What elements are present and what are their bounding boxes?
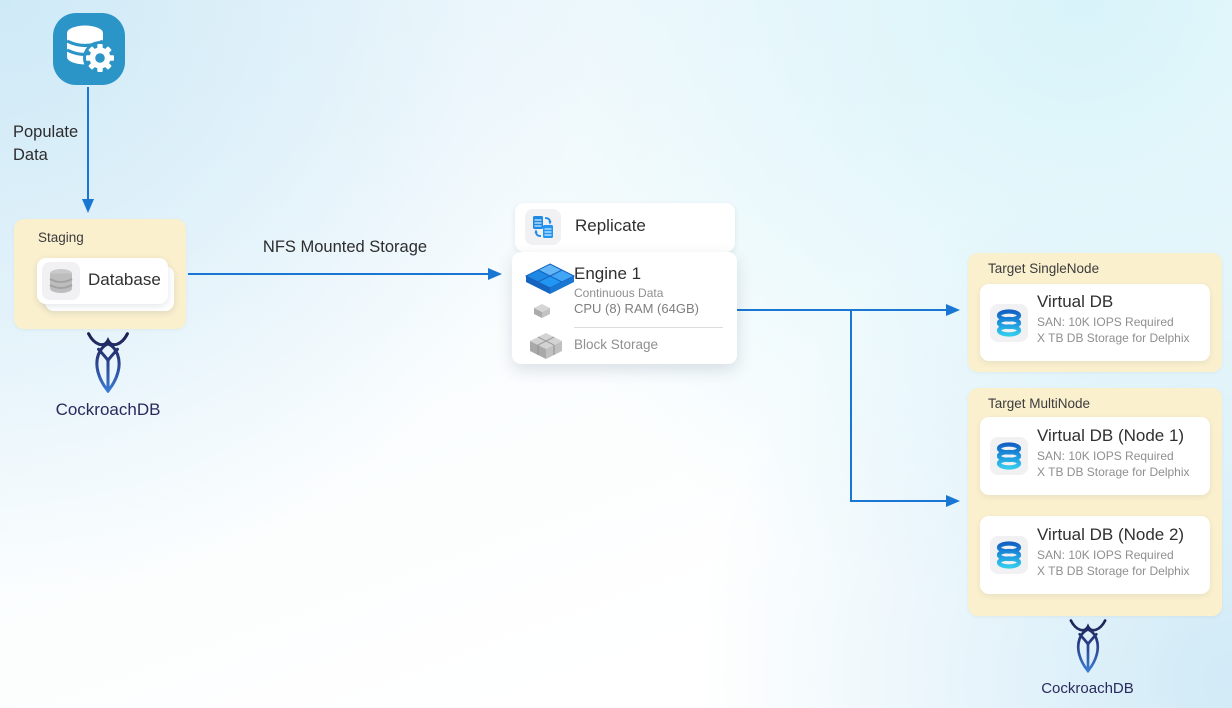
staging-box: Staging Database: [14, 219, 186, 329]
cockroachdb-mark: [87, 332, 129, 394]
virtual-db-node1-line2: X TB DB Storage for Delphix: [1037, 465, 1190, 479]
virtual-db-single-line1: SAN: 10K IOPS Required: [1037, 315, 1174, 329]
target-singlenode-title: Target SingleNode: [988, 261, 1100, 276]
engine-blocks-icon: [522, 260, 578, 327]
virtual-db-node1-line1: SAN: 10K IOPS Required: [1037, 449, 1174, 463]
edge-to-multinode: [850, 310, 960, 507]
nfs-mounted-storage-label: NFS Mounted Storage: [262, 238, 428, 256]
cockroachdb-logo-staging: CockroachDB: [48, 330, 168, 420]
block-storage-label: Block Storage: [574, 337, 659, 352]
virtual-db-icon: [990, 304, 1028, 342]
virtual-db-node2-line2: X TB DB Storage for Delphix: [1037, 564, 1190, 578]
database-card-label: Database: [88, 270, 161, 289]
database-icon: [42, 262, 80, 300]
block-storage-icon: [528, 332, 564, 366]
engine-detail-continuous: Continuous Data: [574, 286, 664, 300]
target-multinode-box: Target MultiNode: [968, 388, 1222, 616]
virtual-db-single-line2: X TB DB Storage for Delphix: [1037, 331, 1190, 345]
virtual-db-node2-line1: SAN: 10K IOPS Required: [1037, 548, 1174, 562]
replicate-icon: [525, 209, 561, 245]
database-card: Database: [37, 258, 168, 304]
target-multinode-title: Target MultiNode: [988, 396, 1091, 411]
engine-detail-cpu-ram: CPU (8) RAM (64GB): [574, 301, 699, 316]
virtual-db-card-node1: Virtual DB (Node 1) SAN: 10K IOPS Requir…: [980, 417, 1210, 495]
virtual-db-card-node2: Virtual DB (Node 2) SAN: 10K IOPS Requir…: [980, 516, 1210, 594]
cockroachdb-label-target: CockroachDB: [1041, 680, 1134, 697]
virtual-db-single-title: Virtual DB: [1037, 292, 1114, 311]
virtual-db-node2-title: Virtual DB (Node 2): [1037, 525, 1185, 544]
virtual-db-icon: [990, 437, 1028, 475]
populate-data-label: Populate Data: [13, 123, 79, 164]
database-gear-icon: [52, 12, 126, 86]
cockroachdb-logo-target: CockroachDB: [1030, 617, 1145, 697]
engine-card-divider: [574, 327, 723, 328]
cockroachdb-label-staging: CockroachDB: [55, 400, 161, 419]
engine-card: Engine 1 Continuous Data CPU (8) RAM (64…: [512, 252, 737, 364]
virtual-db-card-single: Virtual DB SAN: 10K IOPS Required X TB D…: [980, 284, 1210, 361]
replicate-card: Replicate: [515, 203, 735, 252]
replicate-label: Replicate: [575, 216, 646, 235]
virtual-db-node1-title: Virtual DB (Node 1): [1037, 426, 1185, 445]
engine-name: Engine 1: [574, 264, 642, 283]
cockroachdb-mark: [1069, 619, 1106, 674]
staging-title: Staging: [38, 230, 84, 245]
target-singlenode-box: Target SingleNode: [968, 253, 1222, 372]
virtual-db-icon: [990, 536, 1028, 574]
